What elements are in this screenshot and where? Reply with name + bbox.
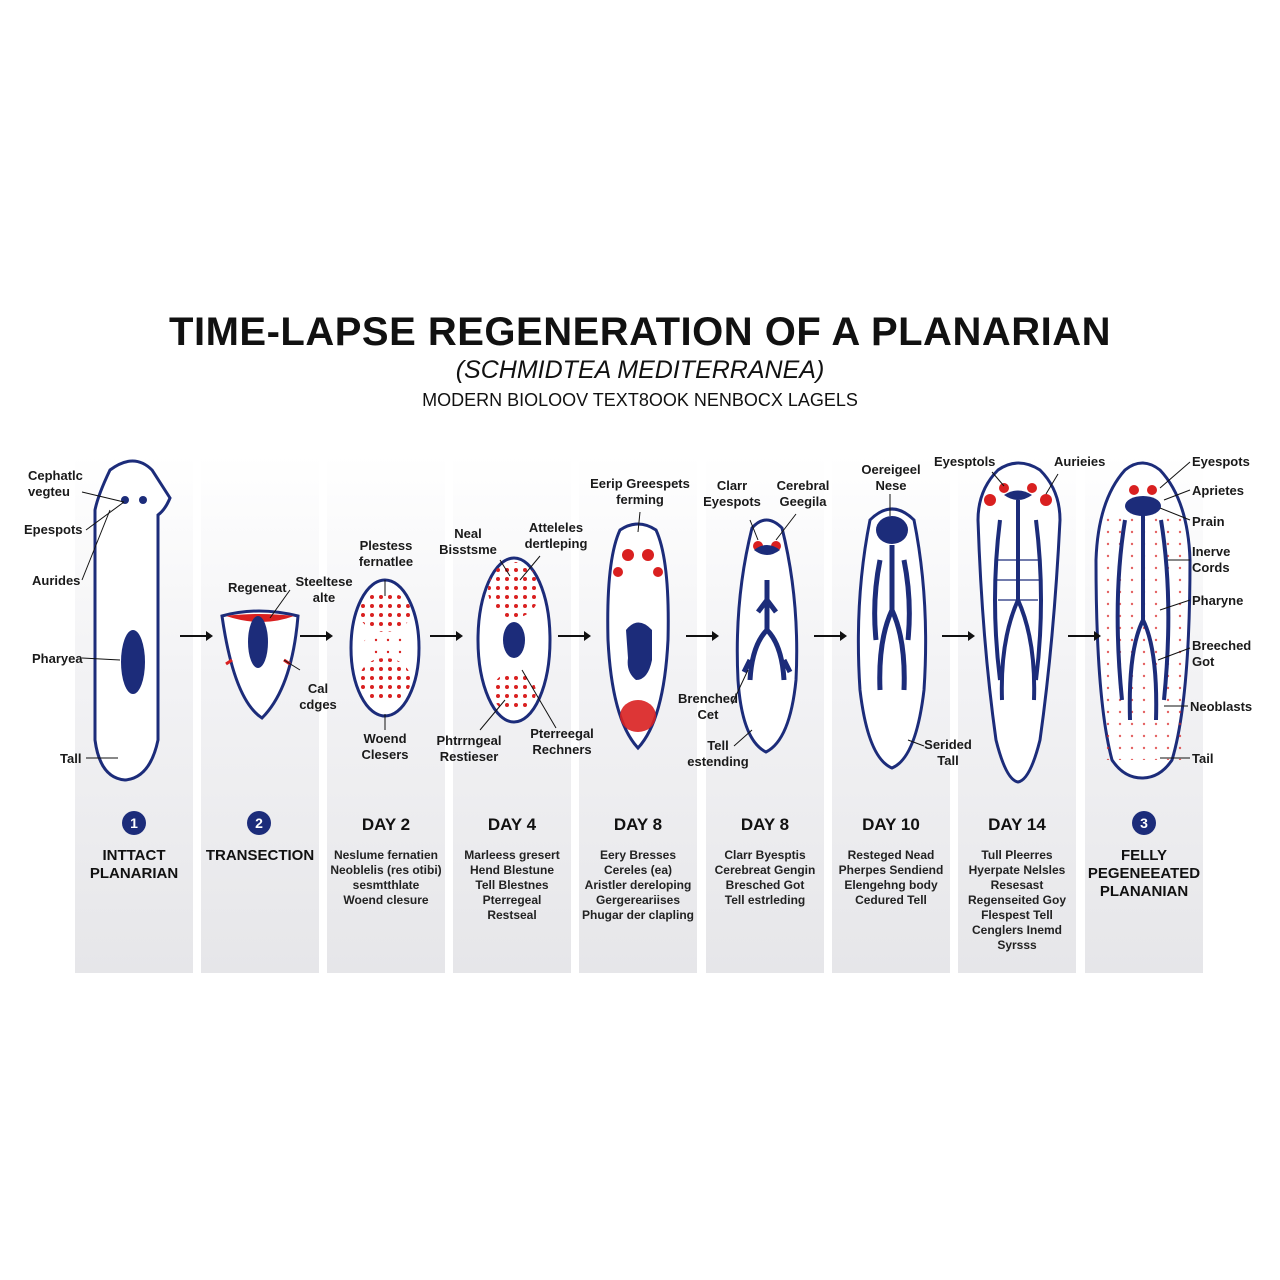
note: Neoblelis (res otibi)	[330, 863, 442, 877]
label-nerve-cords-9: Inerve Cords	[1192, 544, 1231, 575]
stage-title: TRANSECTION	[205, 847, 315, 864]
note: Syrsss	[997, 938, 1037, 952]
stage-day: DAY 10	[862, 815, 920, 834]
label-wound-closure: Woend Clesers	[361, 731, 409, 762]
label-early-eyespots: Eerip Greespets ferming	[590, 476, 690, 507]
label-cephalic: Cephatlc vegteu	[28, 468, 83, 499]
note: Marleess gresert	[464, 848, 560, 862]
note: Tull Pleerres	[981, 848, 1053, 862]
note: Flespest Tell	[981, 908, 1053, 922]
label-serided-tail: Serided Tall	[924, 737, 972, 768]
stage-notes: Eery Bresses Cereles (ea) Aristler derel…	[575, 848, 701, 923]
note: Pterregeal	[482, 893, 542, 907]
note: Clarr Byesptis	[724, 848, 806, 862]
note: Woend clesure	[343, 893, 429, 907]
label-auricles: Aurides	[32, 573, 81, 588]
note: sesmtthlate	[352, 878, 420, 892]
planarian-day10	[856, 507, 928, 770]
note: Hyerpate Nelsles	[968, 863, 1066, 877]
stage-title: INTTACT PLANARIAN	[89, 847, 179, 882]
label-cerebral-ganglia: Cerebral Geegila	[776, 478, 830, 509]
note: Gergereariises	[595, 893, 681, 907]
note: Pherpes Sendiend	[838, 863, 944, 877]
label-auricles-developing: Atteleles dertleping	[524, 520, 588, 551]
stage-day: DAY 8	[740, 815, 790, 834]
note: Tell Blestnes	[475, 878, 549, 892]
page-subtitle: (SCHMIDTEA MEDITERRANEA)	[455, 356, 825, 384]
note: Cerebreat Gengin	[714, 863, 816, 877]
note: Resteged Nead	[847, 848, 935, 862]
stage-day: DAY 14	[988, 815, 1046, 834]
label-pharyngeal-recharge: Pterreegal Rechners	[530, 726, 594, 757]
note: Phugar der clapling	[581, 908, 695, 922]
stage-number-badge: 3	[1132, 811, 1156, 835]
note: Regenseited Goy	[967, 893, 1067, 907]
planarian-fragment	[220, 609, 300, 720]
stage-day: DAY 8	[613, 815, 663, 834]
note: Aristler dereloping	[584, 878, 692, 892]
note: Elengehng body	[844, 878, 938, 892]
label-blastema-formation: Plestess fernatlee	[358, 538, 414, 569]
label-auricles-8: Aurieies	[1054, 454, 1106, 469]
note: Restseal	[487, 908, 537, 922]
stage-title: FELLY PEGENEEATED PLANANIAN	[1087, 847, 1201, 900]
planarian-day8-a	[606, 522, 670, 751]
planarian-day14	[976, 461, 1062, 784]
label-neoblasts-9: Neoblasts	[1190, 699, 1253, 714]
note: Hend Blestune	[469, 863, 554, 877]
stage-notes: Neslume fernatien Neoblelis (res otibi) …	[323, 848, 449, 908]
label-pharyngeal-rudiment: Phtrrngeal Restieser	[436, 733, 502, 764]
label-clear-eyespots: Clarr Eyespots	[703, 478, 761, 509]
label-tail-extending: Tell estending	[687, 738, 749, 769]
label-tail-9: Tail	[1192, 751, 1214, 766]
note: Eery Bresses	[599, 848, 677, 862]
planarian-day2	[349, 578, 421, 718]
label-tail: Tall	[60, 751, 82, 766]
label-pharynx-9: Pharyne	[1192, 593, 1244, 608]
stage-number-badge: 2	[247, 811, 271, 835]
label-branched-gut-9: Breeched Got	[1192, 638, 1252, 669]
stage-number-badge: 1	[122, 811, 146, 835]
note: Neslume fernatien	[333, 848, 439, 862]
label-regeneat: Regeneat	[228, 580, 287, 595]
stage-day: DAY 4	[487, 815, 537, 834]
stage-day: DAY 2	[361, 815, 411, 834]
label-eyespots-9: Eyespots	[1192, 454, 1250, 469]
label-head-blastema: Neal Bisstsme	[439, 526, 497, 557]
label-pharynx: Pharyea	[32, 651, 83, 666]
label-eyespots: Epespots	[24, 522, 83, 537]
stage-notes: Marleess gresert Hend Blestune Tell Bles…	[449, 848, 575, 923]
label-cal-edges: Cal cdges	[299, 681, 337, 712]
note: Bresched Got	[725, 878, 805, 892]
label-auricles-9: Aprietes	[1192, 483, 1245, 498]
label-eyespots-8: Eyesptols	[934, 454, 996, 469]
label-brain-9: Prain	[1192, 514, 1225, 529]
stage-notes: Resteged Nead Pherpes Sendiend Elengehng…	[828, 848, 954, 908]
note: Tell estrleding	[724, 893, 806, 907]
label-branched-gut: Brenched Cet	[678, 691, 738, 722]
planarian-regenerated	[1094, 461, 1192, 780]
note: Cedured Tell	[855, 893, 927, 907]
note: Cenglers Inemd	[971, 923, 1063, 937]
note: Resesast	[990, 878, 1044, 892]
planarian-intact	[93, 459, 172, 782]
page-title: TIME-LAPSE REGENERATION OF A PLANARIAN	[169, 310, 1111, 354]
note: Cereles (ea)	[603, 863, 673, 877]
label-steeltese: Steeltese alte	[295, 574, 353, 605]
label-original-nose: Oereigeel Nese	[861, 462, 921, 493]
planarian-day8-b	[735, 518, 799, 754]
stage-notes: Clarr Byesptis Cerebreat Gengin Bresched…	[702, 848, 828, 908]
planarian-day4	[476, 556, 552, 724]
stage-notes: Tull Pleerres Hyerpate Nelsles Resesast …	[954, 848, 1080, 953]
page-caption: MODERN BIOLOOV TEXT8OOK NENBOCX LAGELS	[422, 390, 858, 410]
